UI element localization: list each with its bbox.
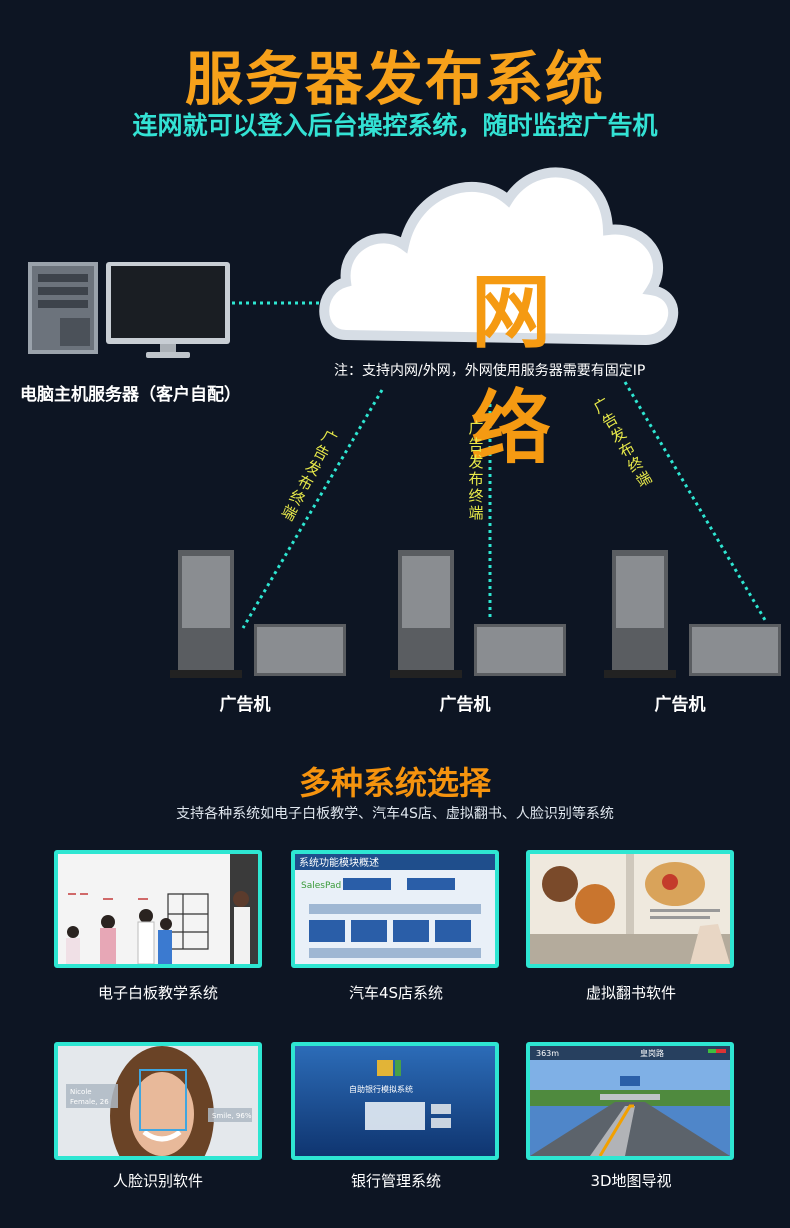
caption-book: 虚拟翻书软件 [585, 984, 676, 1002]
salespad-title: 系统功能模块概述 [299, 856, 379, 869]
caption-salespad: 汽车4S店系统 [348, 984, 444, 1002]
systems-title: 多种系统选择 [298, 764, 491, 802]
ad-machine-label-2: 广告机 [439, 695, 491, 715]
network-diagram [28, 167, 781, 678]
bank-image: 自助银行模拟系统 [291, 1042, 499, 1160]
ad-machine-3-icon [604, 550, 781, 678]
map-distance: 363m [536, 1049, 559, 1058]
face-name: Nicole [70, 1088, 92, 1096]
cloud-label: 网络 [471, 266, 559, 475]
systems-subtitle: 支持各种系统如电子白板教学、汽车4S店、虚拟翻书、人脸识别等系统 [176, 806, 614, 822]
bank-title: 自助银行模拟系统 [349, 1084, 413, 1094]
face-image: Nicole Female, 26 Smile, 96% [54, 1042, 262, 1160]
cloud-icon [319, 167, 679, 346]
salespad-image: 系统功能模块概述 SalesPad [291, 850, 499, 968]
caption-map: 3D地图导视 [590, 1172, 672, 1190]
server-label: 电脑主机服务器（客户自配） [20, 385, 241, 405]
ad-machine-1-icon [170, 550, 346, 678]
ad-machine-label-3: 广告机 [654, 695, 706, 715]
link-label-2: 广告发布终端 [468, 419, 484, 522]
server-tower-icon [28, 262, 98, 354]
map-image: 363m 皇岗路 [526, 1042, 734, 1160]
monitor-icon [106, 262, 230, 358]
page-title: 服务器发布系统 [184, 45, 605, 113]
salespad-brand: SalesPad [301, 881, 341, 891]
book-image [526, 850, 734, 968]
caption-bank: 银行管理系统 [350, 1172, 441, 1190]
caption-face: 人脸识别软件 [112, 1172, 203, 1190]
terminal-link-1 [241, 389, 384, 629]
map-road: 皇岗路 [640, 1048, 664, 1058]
whiteboard-image [54, 850, 262, 968]
network-note: 注：支持内网/外网，外网使用服务器需要有固定IP [334, 363, 646, 379]
ad-machine-2-icon [390, 550, 566, 678]
face-mood: Smile, 96% [212, 1112, 252, 1120]
face-info: Female, 26 [70, 1098, 109, 1106]
caption-whiteboard: 电子白板教学系统 [97, 984, 218, 1002]
ad-machine-label-1: 广告机 [219, 695, 271, 715]
page-subtitle: 连网就可以登入后台操控系统，随时监控广告机 [132, 111, 658, 140]
